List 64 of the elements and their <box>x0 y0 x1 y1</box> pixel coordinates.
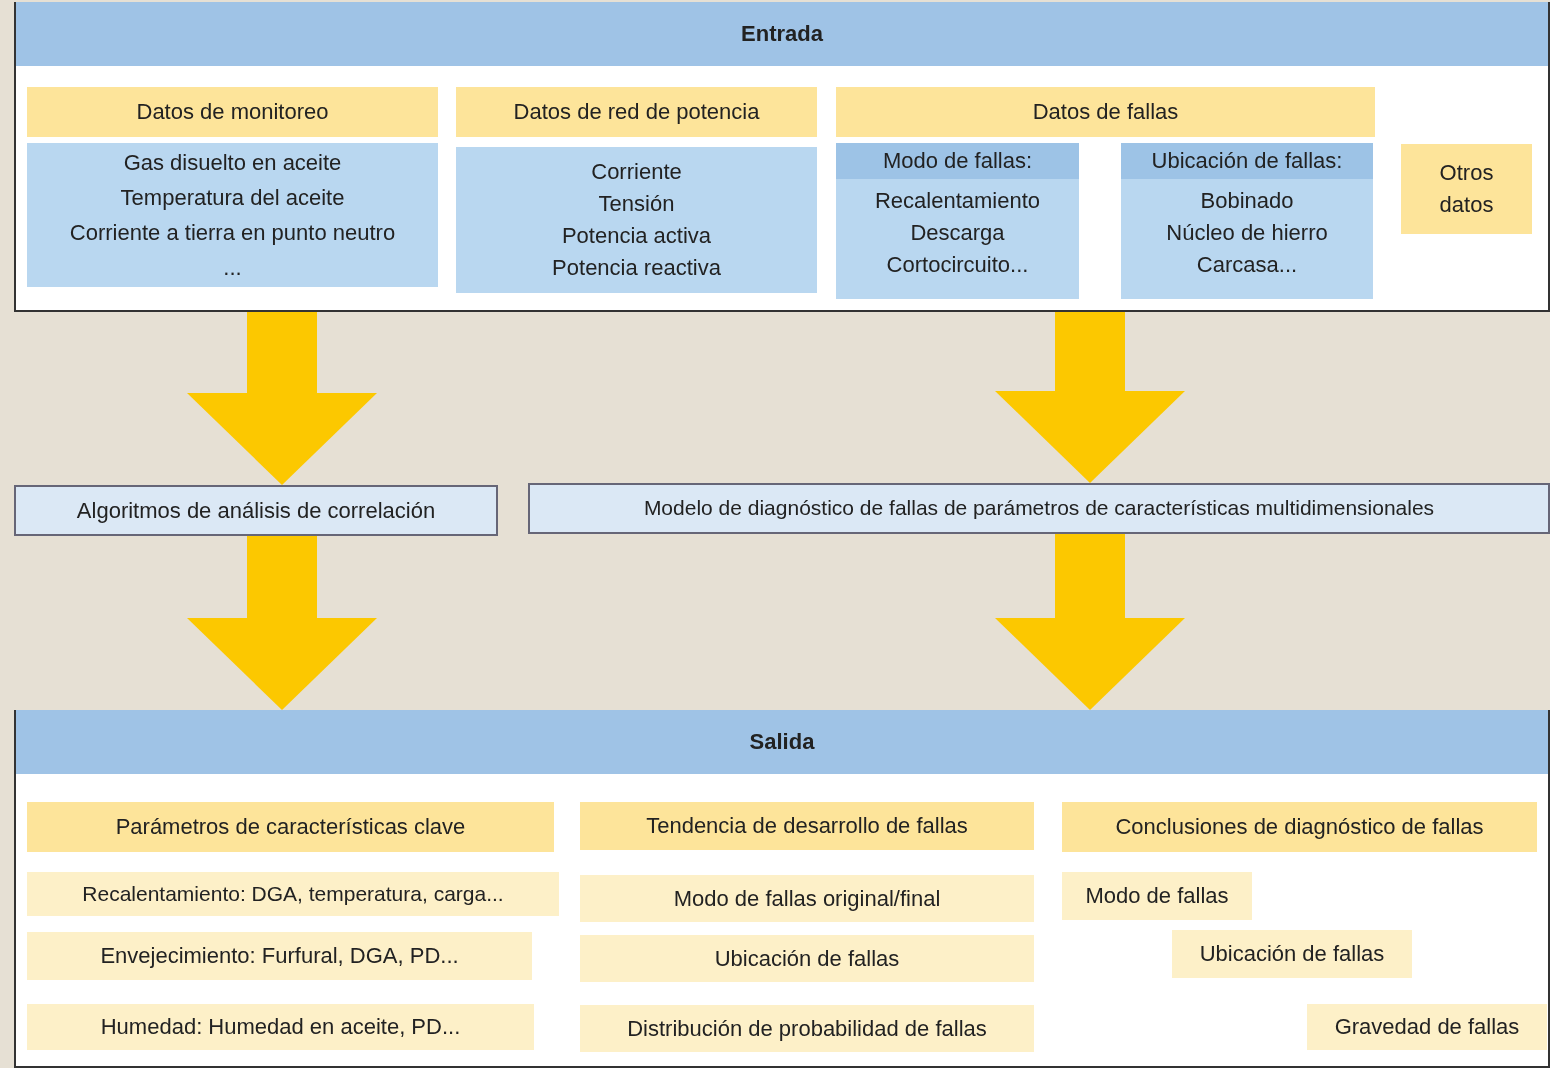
node-label: Núcleo de hierro <box>1166 218 1328 247</box>
data-box <box>27 872 559 916</box>
input-section <box>14 2 1550 312</box>
node-label: Tendencia de desarrollo de fallas <box>646 812 968 841</box>
block-arrow <box>995 534 1185 710</box>
process-box <box>14 485 498 536</box>
node-label: Tensión <box>598 190 675 219</box>
node-label: Recalentamiento <box>874 186 1041 215</box>
data-box <box>456 147 817 293</box>
node-label: Corriente a tierra en punto neutro <box>69 219 396 247</box>
node-label: Parámetros de características clave <box>115 813 466 842</box>
node-label: Gas disuelto en aceite <box>123 148 342 177</box>
data-box <box>580 802 1034 850</box>
data-box <box>580 1005 1034 1052</box>
block-arrow <box>187 312 377 485</box>
node-label: Ubicación de fallas <box>714 944 900 973</box>
data-box <box>27 802 554 852</box>
node-label: Humedad: Humedad en aceite, PD... <box>100 1013 461 1042</box>
data-box <box>1401 144 1532 234</box>
node-label: Cortocircuito... <box>886 250 1029 279</box>
data-box <box>27 143 438 287</box>
data-box <box>836 87 1375 137</box>
node-label: Datos de fallas <box>1032 98 1179 127</box>
node-label: Corriente <box>591 158 682 187</box>
node-label: Ubicación de fallas <box>1199 940 1385 969</box>
node-label: Algoritmos de análisis de correlación <box>76 496 436 525</box>
data-box <box>27 932 532 980</box>
node-label: Temperatura del aceite <box>120 183 345 212</box>
output-section <box>14 710 1550 1068</box>
block-arrow <box>187 536 377 710</box>
node-label: Conclusiones de diagnóstico de fallas <box>1115 813 1484 842</box>
node-label: Distribución de probabilidad de fallas <box>627 1014 987 1043</box>
node-label: Modo de fallas <box>1085 882 1229 911</box>
section-title: Entrada <box>16 2 1548 66</box>
data-box <box>27 87 438 137</box>
node-label: Datos de monitoreo <box>136 98 329 127</box>
list-heading: Modo de fallas: <box>836 143 1079 179</box>
node-label: ... <box>223 254 242 283</box>
node-label: Carcasa... <box>1196 250 1298 279</box>
list-panel <box>836 143 1079 299</box>
data-box <box>1062 872 1252 920</box>
node-label: Bobinado <box>1200 186 1294 215</box>
node-label: Modo de fallas original/final <box>673 884 941 913</box>
block-arrow <box>995 312 1185 483</box>
process-box <box>528 483 1550 534</box>
node-label: Otros datos <box>1438 159 1495 219</box>
node-label: Modelo de diagnóstico de fallas de parámetros de características multidimensionales <box>643 495 1435 522</box>
data-box <box>1172 930 1412 978</box>
data-box <box>27 1004 534 1050</box>
node-label: Envejecimiento: Furfural, DGA, PD... <box>100 942 459 971</box>
data-box <box>580 935 1034 982</box>
list-heading: Ubicación de fallas: <box>1121 143 1373 179</box>
data-box <box>1307 1004 1547 1050</box>
node-label: Datos de red de potencia <box>513 98 760 127</box>
section-title: Salida <box>16 710 1548 774</box>
data-box <box>456 87 817 137</box>
node-label: Recalentamiento: DGA, temperatura, carga... <box>82 880 504 907</box>
node-label: Potencia reactiva <box>552 253 721 282</box>
data-box <box>580 875 1034 922</box>
node-label: Potencia activa <box>561 222 712 250</box>
data-box <box>1062 802 1537 852</box>
list-panel <box>1121 143 1373 299</box>
node-label: Gravedad de fallas <box>1334 1013 1520 1042</box>
node-label: Descarga <box>910 218 1005 247</box>
